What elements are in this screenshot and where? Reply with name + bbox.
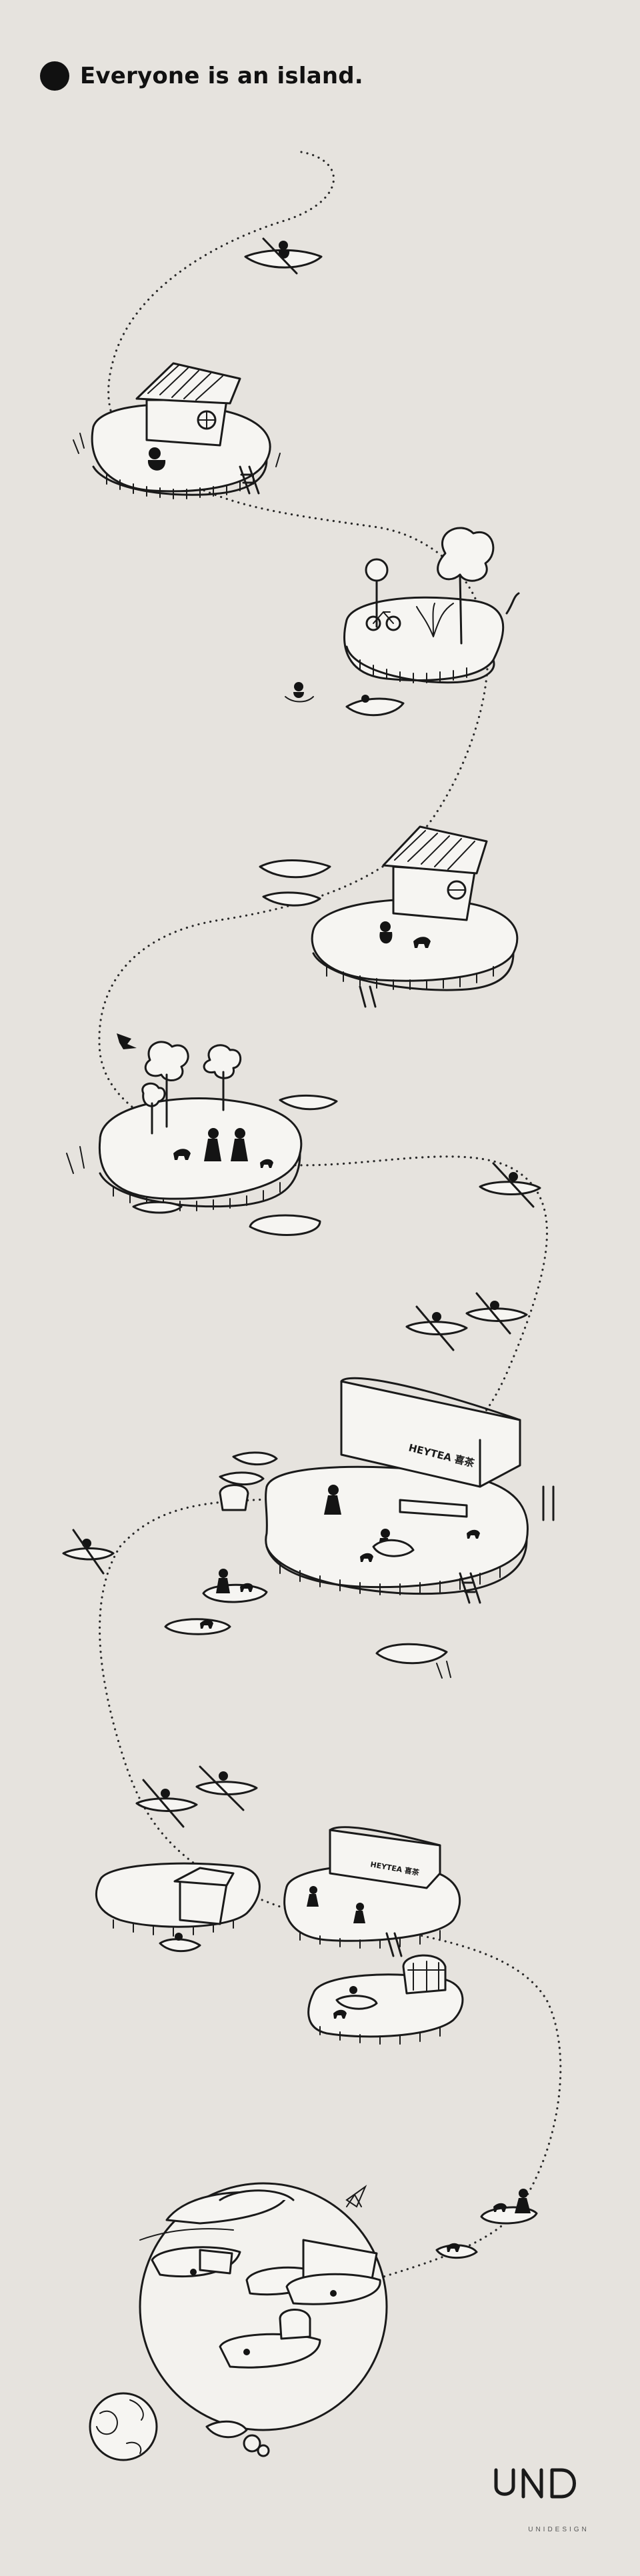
island-forest-walkers — [66, 1041, 338, 1236]
title-bullet-dot — [40, 61, 69, 91]
island-group-lower: HEYTEA 喜茶 — [95, 1826, 464, 2045]
small-planet — [89, 2392, 158, 2461]
rowboat-top — [244, 237, 323, 275]
page-title: Everyone is an island. — [80, 63, 363, 89]
small-islands-cluster — [62, 1529, 451, 1679]
island-heytea-shop-large: HEYTEA 喜茶 — [219, 1377, 555, 1604]
swimmer-and-boat — [285, 682, 405, 717]
globe-world — [139, 2182, 388, 2457]
brand-logo-block: UNIDESIGN — [512, 2523, 605, 2533]
paddleboard-island-right — [435, 2189, 538, 2259]
brand-tagline: UNIDESIGN — [528, 2526, 589, 2533]
island-cabin-middle — [259, 825, 519, 1008]
bird-icon — [117, 1033, 137, 1049]
island-cabin-top — [73, 362, 281, 499]
kayakers-lower — [135, 1765, 258, 1828]
kayakers-middle — [405, 1162, 541, 1351]
title-row: Everyone is an island. — [40, 61, 363, 91]
island-trees-bicycle — [343, 527, 520, 684]
und-logo-icon — [494, 2468, 576, 2499]
